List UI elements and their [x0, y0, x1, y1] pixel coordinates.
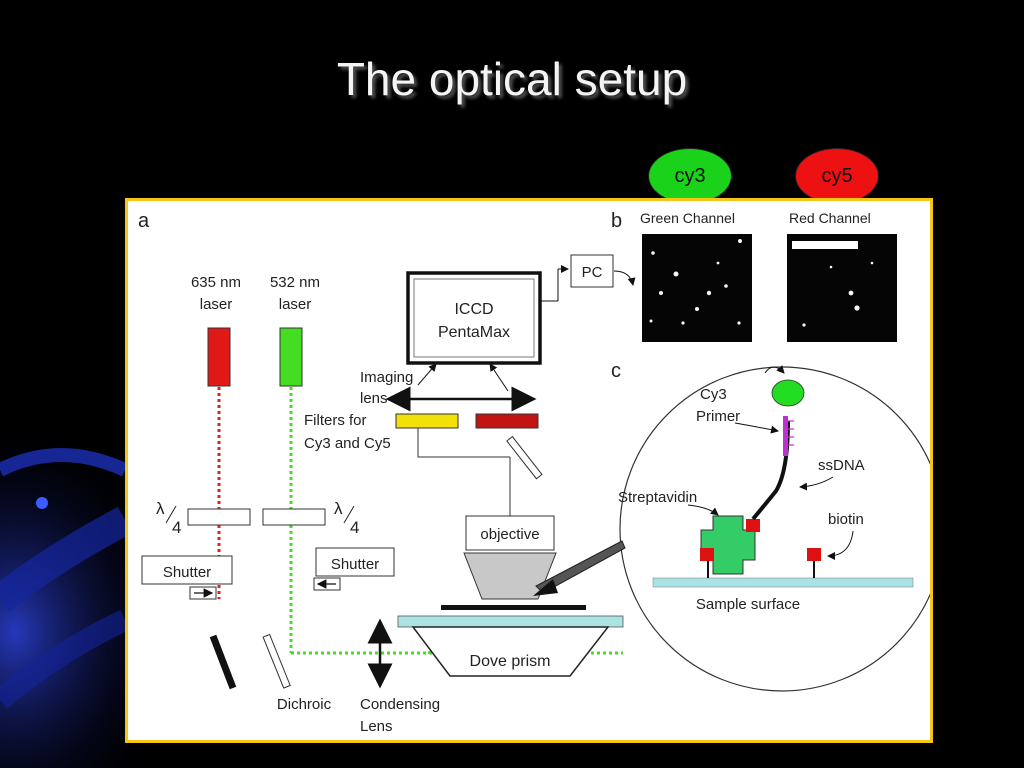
dichroic-label: Dichroic: [277, 696, 332, 713]
dye-pointer: [764, 365, 785, 374]
cy3-badge: cy3: [648, 148, 732, 204]
objective-lens: [463, 552, 557, 600]
filter-slider: [506, 435, 543, 480]
streptavidin-protein: [700, 515, 756, 575]
green-channel-label: Green Channel: [640, 210, 735, 226]
red-channel-spots: [802, 261, 874, 327]
cy3-filter: [395, 413, 459, 429]
light-path-left: [417, 363, 437, 386]
red-channel-image: [787, 234, 897, 342]
background-dot: [36, 497, 48, 509]
four-left: 4: [172, 518, 181, 537]
condensing-lens-label-line1: Condensing: [360, 696, 440, 713]
ssdna-label: ssDNA: [818, 457, 865, 474]
coverslip: [441, 605, 586, 610]
biotin-bound-top: [746, 519, 760, 532]
sample-surface-label: Sample surface: [696, 596, 800, 613]
cy5-badge: cy5: [795, 148, 879, 204]
pc-box: [570, 254, 614, 288]
shutter-left-label: Shutter: [163, 564, 211, 581]
panel-a-label: a: [138, 210, 150, 232]
ssdna-pointer: [799, 476, 834, 491]
red-laser-label-line2: laser: [200, 296, 233, 313]
quarter-wave-plate-right: [262, 508, 326, 526]
streptavidin-pointer: [687, 504, 719, 516]
sample-surface: [652, 577, 914, 588]
green-laser-label-line2: laser: [279, 296, 312, 313]
dove-prism: [411, 626, 610, 677]
imaging-lens-label-line2: lens: [360, 390, 388, 407]
shutter-right: [315, 547, 395, 577]
filters-label-line2: Cy3 and Cy5: [304, 435, 391, 452]
four-right: 4: [350, 518, 359, 537]
dove-prism-label: Dove prism: [470, 653, 551, 670]
quarter-wave-plate-left: [187, 508, 251, 526]
objective-label: objective: [480, 526, 539, 543]
iccd-label-line1: ICCD: [454, 301, 493, 318]
biotin-pointer: [827, 530, 854, 560]
filter-holder: [417, 428, 510, 458]
cy3-primer-label-line2: Primer: [696, 408, 740, 425]
iccd-camera: [406, 271, 542, 365]
shutter-right-label: Shutter: [331, 556, 379, 573]
streptavidin-label: Streptavidin: [618, 489, 697, 506]
mirror: [209, 634, 237, 690]
lambda-right: λ: [334, 499, 343, 518]
panel-c-circle: [619, 366, 930, 692]
primer-pointer: [734, 422, 779, 434]
biotin-bound-left: [700, 548, 714, 561]
green-channel-spots: [649, 239, 742, 325]
panel-c-label: c: [611, 360, 621, 382]
green-laser-label-line1: 532 nm: [270, 274, 320, 291]
biotin-label: biotin: [828, 511, 864, 528]
dichroic-mirror: [262, 633, 291, 689]
pc-to-image-arrow: [613, 270, 636, 286]
lambda-left: λ: [156, 499, 165, 518]
filters-label-line1: Filters for: [304, 412, 367, 429]
iccd-label-line2: PentaMax: [438, 324, 510, 341]
red-channel-label: Red Channel: [789, 210, 871, 226]
red-laser-label-line1: 635 nm: [191, 274, 241, 291]
scale-bar: [792, 241, 858, 249]
objective-body: [465, 515, 555, 551]
condensing-lens-label-line2: Lens: [360, 718, 393, 735]
red-laser: [207, 327, 231, 387]
green-laser: [279, 327, 303, 387]
cy5-filter: [475, 413, 539, 429]
biotin-free: [807, 548, 821, 561]
cy3-dye: [771, 379, 805, 407]
imaging-lens-label-line1: Imaging: [360, 369, 413, 386]
cy3-primer-strand: [783, 416, 788, 456]
figure-frame: a 635 nm laser 532 nm laser λ 4 λ 4 Shut…: [125, 198, 933, 743]
zoom-arrowhead: [533, 579, 558, 596]
light-path-right: [489, 363, 509, 392]
cy3-primer-label-line1: Cy3: [700, 386, 727, 403]
slide-title: The optical setup: [336, 53, 688, 105]
shutter-left: [141, 555, 233, 585]
sample-slide: [397, 615, 624, 628]
green-channel-image: [642, 234, 752, 342]
optical-setup-diagram: a 635 nm laser 532 nm laser λ 4 λ 4 Shut…: [138, 210, 930, 735]
pc-label: PC: [582, 264, 603, 281]
panel-b-label: b: [611, 210, 622, 232]
